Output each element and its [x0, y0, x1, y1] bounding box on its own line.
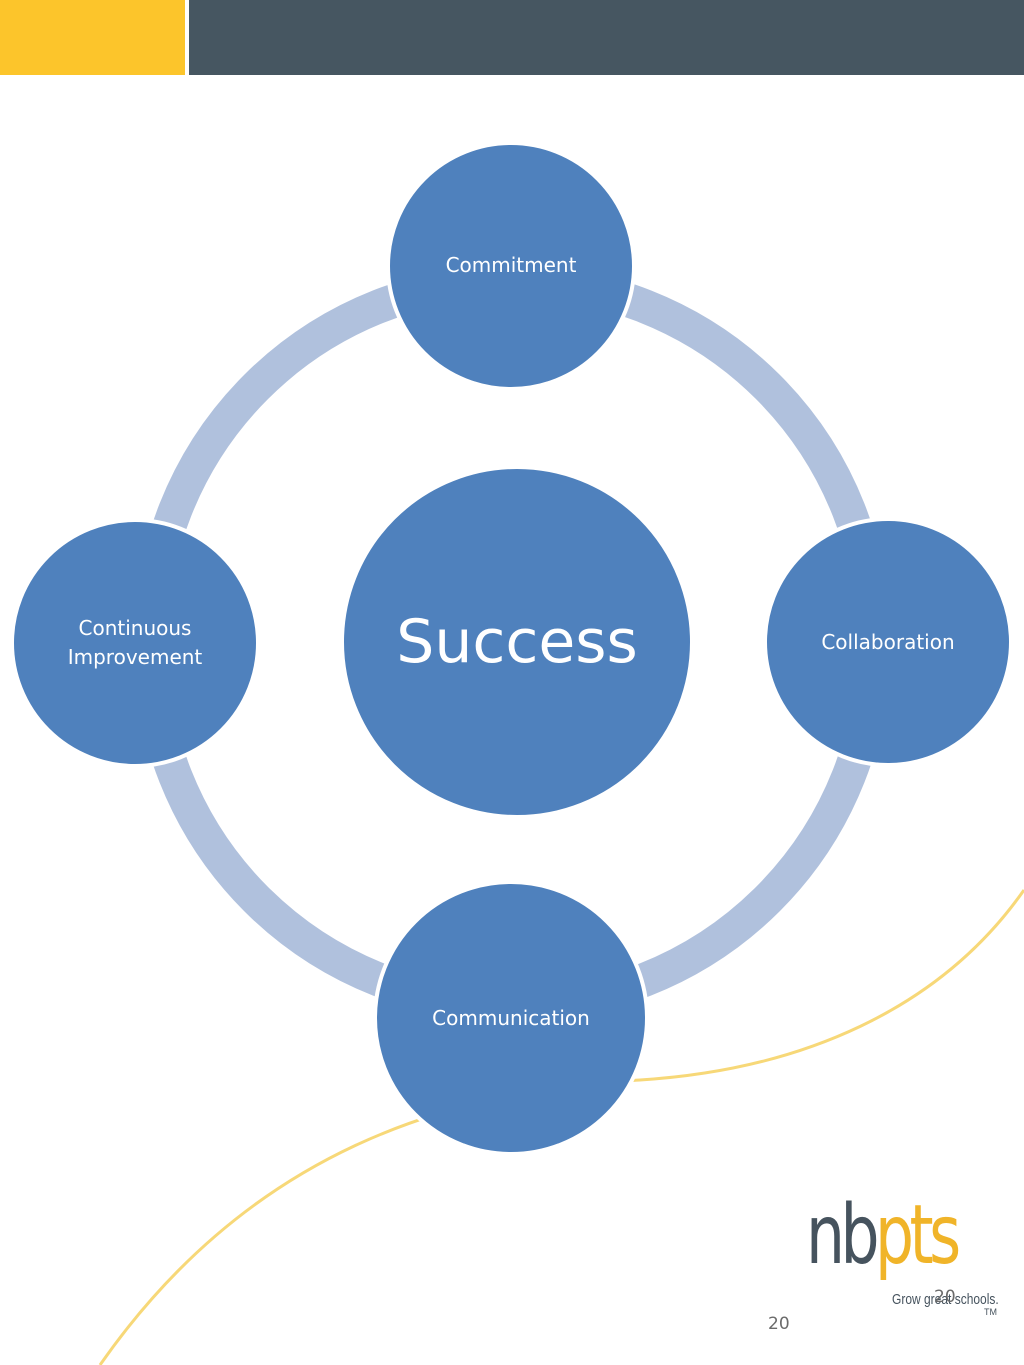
logo-wordmark-nb: nb	[806, 1188, 880, 1283]
node-collaboration-label: Collaboration	[821, 630, 954, 654]
node-continuous-improvement-label-line1: Continuous	[79, 616, 192, 640]
logo-trademark: TM	[984, 1307, 997, 1317]
page-number: 20	[768, 1314, 790, 1334]
node-communication	[373, 880, 649, 1156]
center-label: Success	[396, 607, 638, 677]
logo-tagline: Grow great schools.	[892, 1291, 999, 1308]
header-bar	[189, 0, 1024, 75]
logo-overlay-number: 20	[934, 1287, 956, 1307]
nbpts-logo: nbpts Grow great schools. 20 TM	[806, 1195, 1006, 1325]
header-accent-bar	[0, 0, 185, 75]
center-circle	[340, 465, 694, 819]
node-commitment-label: Commitment	[446, 253, 577, 277]
node-continuous-improvement-label-line2: Improvement	[68, 645, 203, 669]
node-collaboration	[763, 517, 1013, 767]
logo-wordmark: nbpts	[806, 1195, 961, 1277]
node-commitment	[386, 141, 636, 391]
node-communication-label: Communication	[432, 1006, 590, 1030]
logo-wordmark-pts: pts	[875, 1188, 961, 1283]
node-continuous-improvement	[10, 518, 260, 768]
